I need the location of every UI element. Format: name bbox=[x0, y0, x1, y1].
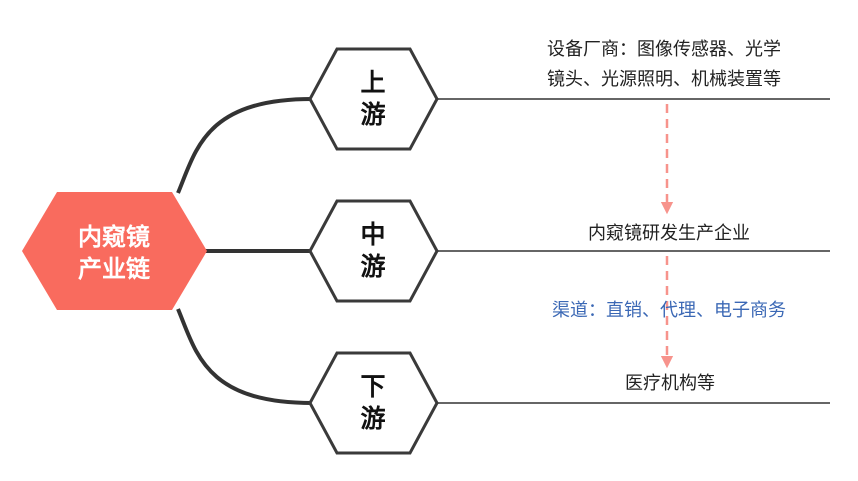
midstream-label-char2: 游 bbox=[360, 252, 385, 281]
upstream-desc-line1: 设备厂商：图像传感器、光学 bbox=[547, 39, 781, 60]
connector-upstream bbox=[176, 97, 313, 194]
root-label-line1: 内窥镜 bbox=[78, 223, 150, 251]
upstream-label-char2: 游 bbox=[360, 100, 385, 129]
connector-downstream bbox=[176, 308, 313, 405]
downstream-hexagon bbox=[308, 351, 439, 455]
upstream-hexagon bbox=[308, 47, 439, 151]
downstream-label-char2: 游 bbox=[360, 404, 385, 433]
channel-label: 渠道：直销、代理、电子商务 bbox=[552, 300, 786, 321]
midstream-desc: 内窥镜研发生产企业 bbox=[588, 223, 750, 244]
downstream-desc: 医疗机构等 bbox=[625, 373, 715, 394]
midstream-label-char1: 中 bbox=[360, 220, 385, 249]
midstream-hexagon bbox=[308, 199, 439, 303]
upstream-desc-line2: 镜头、光源照明、机械装置等 bbox=[547, 69, 781, 90]
upstream-label-char1: 上 bbox=[360, 68, 385, 97]
downstream-label-char1: 下 bbox=[360, 372, 385, 401]
root-hexagon bbox=[22, 192, 207, 310]
root-label-line2: 产业链 bbox=[78, 255, 151, 283]
